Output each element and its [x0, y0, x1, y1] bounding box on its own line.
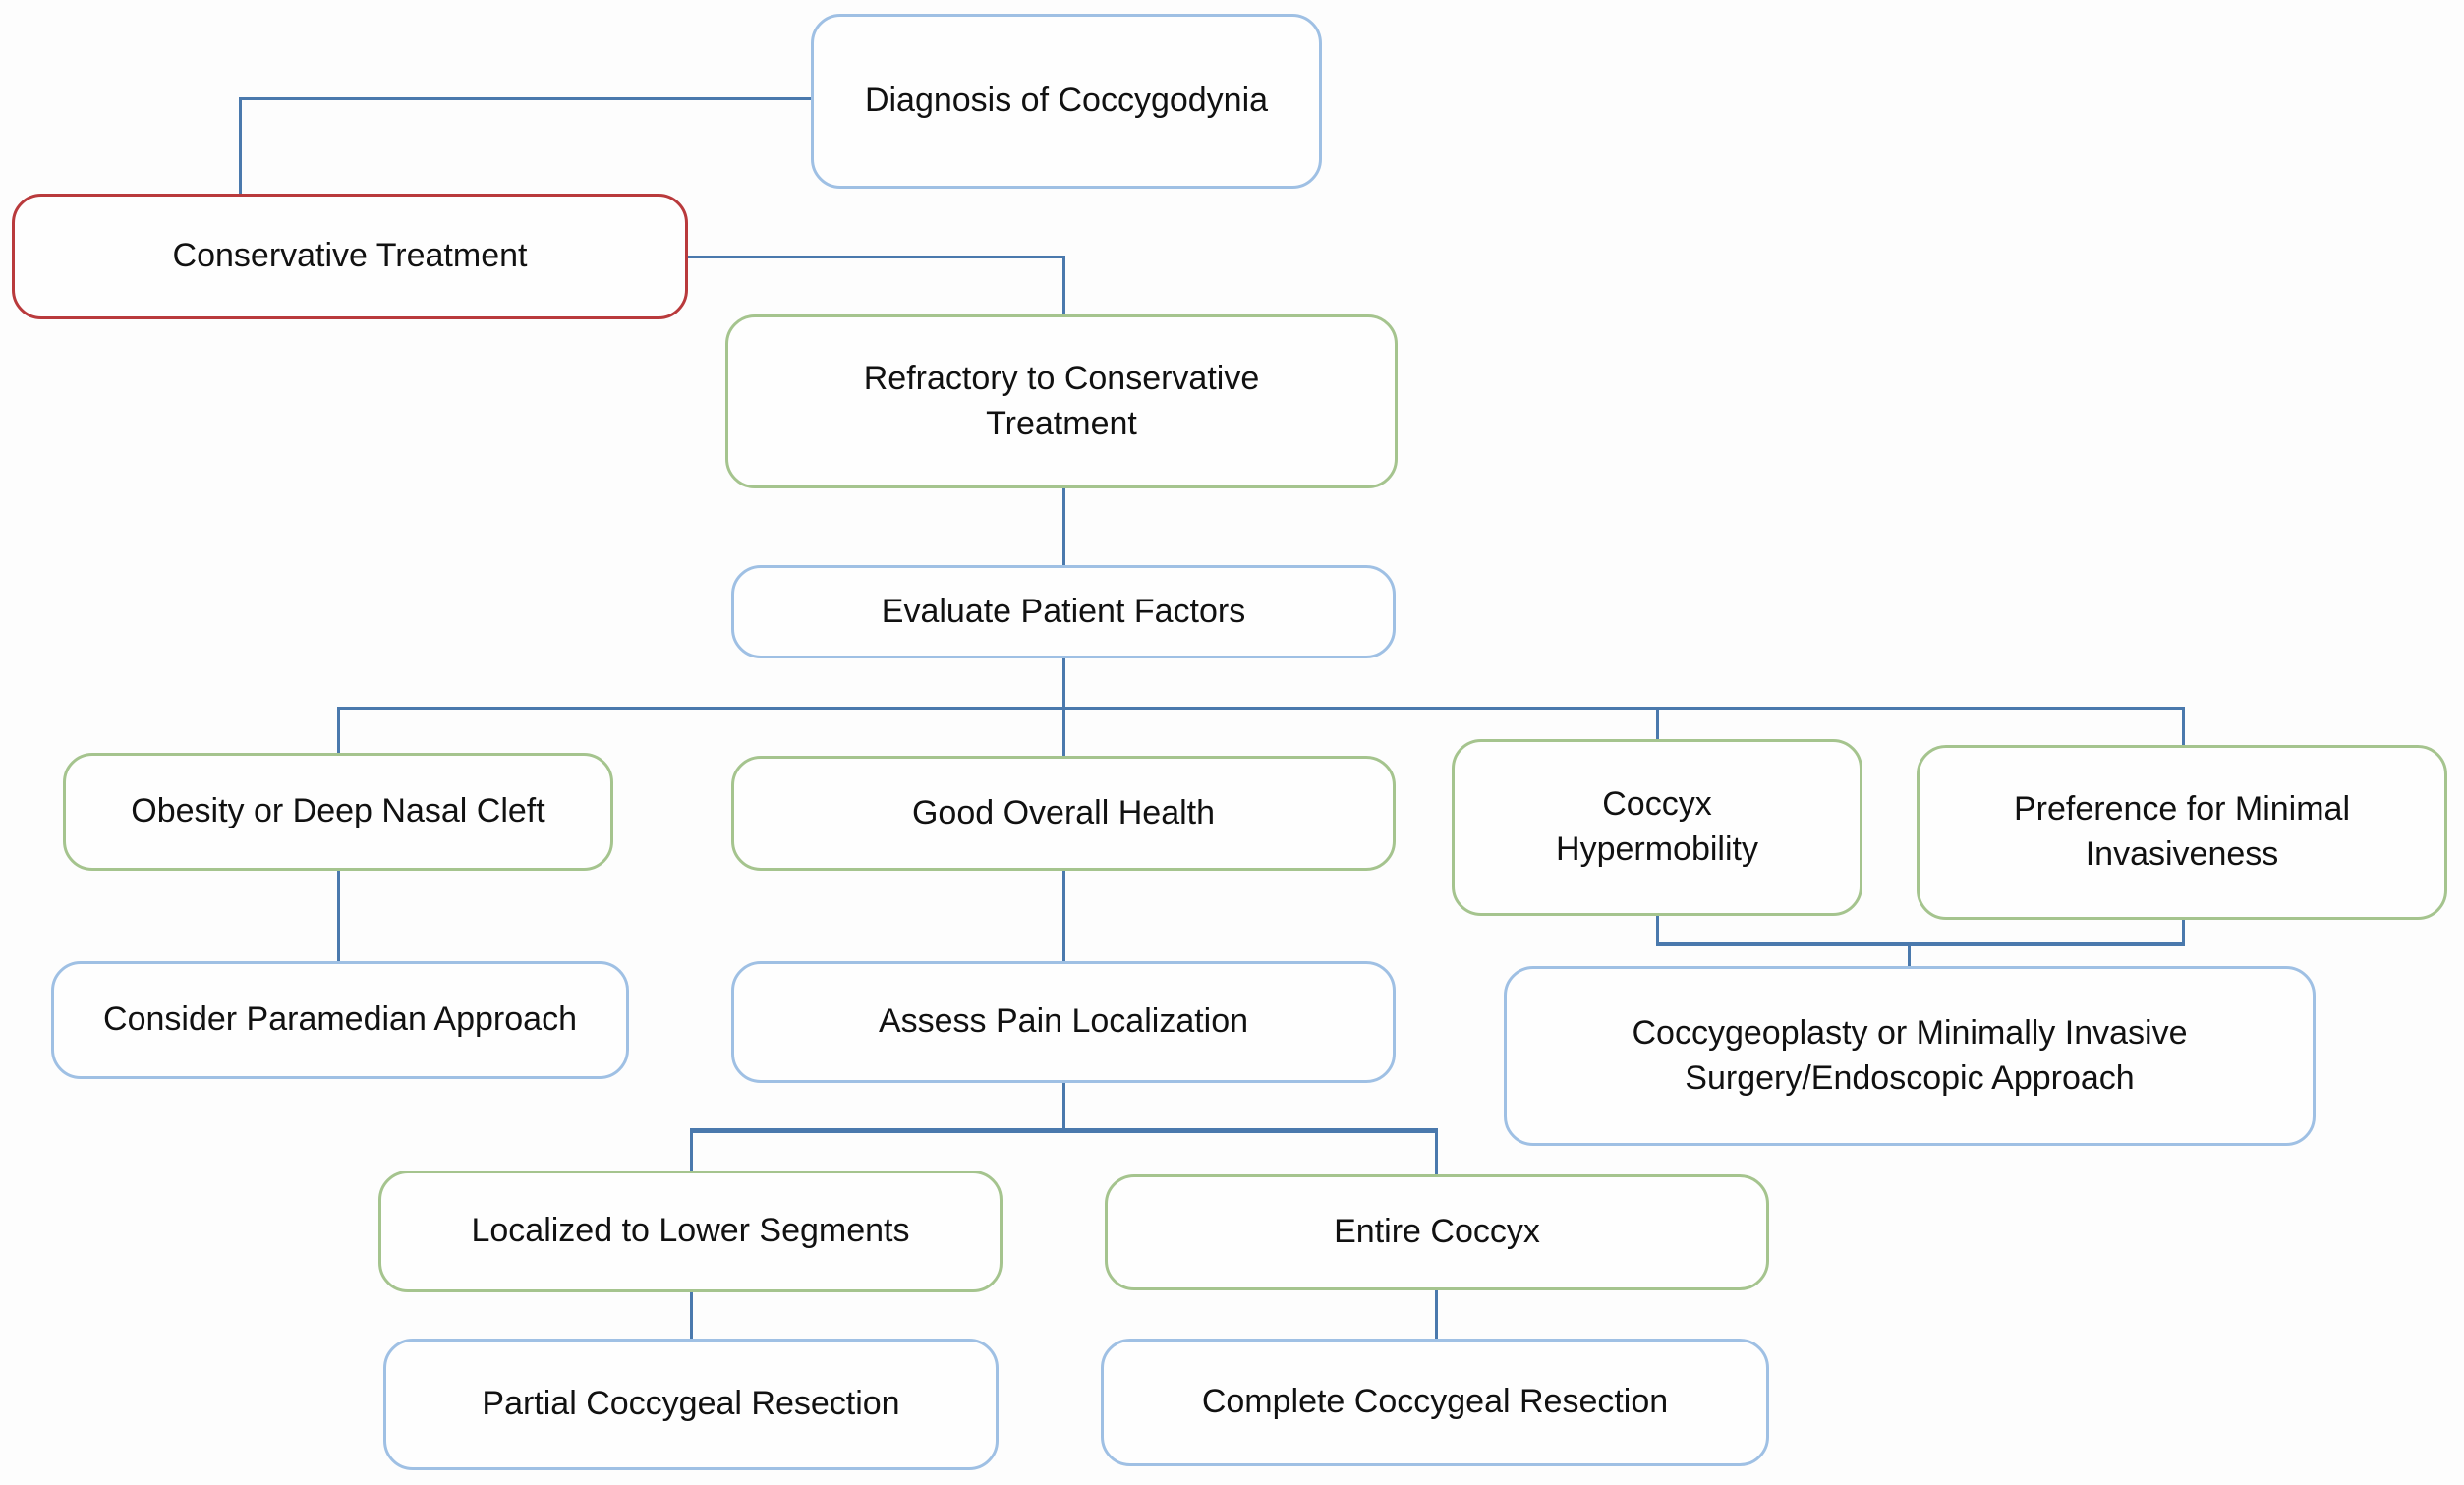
edge-refractory-evaluate: [1062, 487, 1065, 566]
edge-drop-preference: [2182, 707, 2185, 748]
node-obesity-deep-nasal-cleft-label: Obesity or Deep Nasal Cleft: [131, 792, 545, 830]
edge-conservative-refractory-h: [687, 256, 1065, 258]
node-assess-pain-localization: Assess Pain Localization: [731, 961, 1396, 1083]
node-assess-pain-localization-label: Assess Pain Localization: [878, 1002, 1249, 1041]
node-preference-minimal-invasiveness: Preference for Minimal Invasiveness: [1917, 745, 2447, 920]
node-conservative-treatment-label: Conservative Treatment: [172, 237, 528, 275]
node-good-overall-health-label: Good Overall Health: [911, 793, 1216, 831]
edge-branch-distribution-h: [337, 707, 2185, 710]
node-diagnosis: Diagnosis of Coccygodynia: [811, 14, 1322, 189]
edge-join-h: [1656, 942, 2185, 946]
node-refractory: Refractory to Conservative Treatment: [725, 314, 1398, 488]
node-refractory-label: Refractory to Conservative Treatment: [863, 359, 1260, 442]
edge-drop-coccyx-hypermobility: [1656, 707, 1659, 742]
node-localized-lower-segments-label: Localized to Lower Segments: [471, 1212, 910, 1250]
node-partial-coccygeal-resection-label: Partial Coccygeal Resection: [482, 1385, 900, 1423]
edge-coccyxhyper-join-v: [1656, 915, 1659, 945]
node-partial-coccygeal-resection: Partial Coccygeal Resection: [383, 1339, 999, 1470]
edge-obesity-paramedian: [337, 870, 340, 962]
node-entire-coccyx: Entire Coccyx: [1105, 1174, 1769, 1290]
node-preference-minimal-invasiveness-label: Preference for Minimal Invasiveness: [2013, 790, 2350, 873]
edge-drop-localized: [690, 1128, 693, 1171]
node-entire-coccyx-label: Entire Coccyx: [1334, 1213, 1540, 1251]
edge-fork-h: [690, 1128, 1438, 1133]
node-coccyx-hypermobility-label: Coccyx Hypermobility: [1556, 785, 1758, 868]
node-good-overall-health: Good Overall Health: [731, 756, 1396, 871]
edge-assess-fork-v: [1062, 1082, 1065, 1131]
node-consider-paramedian-approach-label: Consider Paramedian Approach: [103, 1000, 577, 1039]
node-diagnosis-label: Diagnosis of Coccygodynia: [864, 82, 1269, 120]
node-complete-coccygeal-resection: Complete Coccygeal Resection: [1101, 1339, 1769, 1466]
node-evaluate-patient-factors-label: Evaluate Patient Factors: [881, 592, 1246, 630]
edge-join-coccygeoplasty-v: [1908, 944, 1911, 968]
edge-drop-entire: [1435, 1128, 1438, 1175]
edge-drop-obesity: [337, 707, 340, 754]
edge-diagnosis-conservative-h: [239, 97, 813, 100]
node-evaluate-patient-factors: Evaluate Patient Factors: [731, 565, 1396, 658]
edge-localized-partial: [690, 1291, 693, 1340]
edge-entire-complete: [1435, 1289, 1438, 1340]
node-complete-coccygeal-resection-label: Complete Coccygeal Resection: [1201, 1383, 1669, 1421]
edge-conservative-refractory-v: [1062, 256, 1065, 316]
node-coccygeoplasty-minimally-invasive: Coccygeoplasty or Minimally Invasive Sur…: [1504, 966, 2316, 1146]
node-consider-paramedian-approach: Consider Paramedian Approach: [51, 961, 629, 1079]
node-obesity-deep-nasal-cleft: Obesity or Deep Nasal Cleft: [63, 753, 613, 871]
edge-goodhealth-assess: [1062, 870, 1065, 962]
node-coccygeoplasty-minimally-invasive-label: Coccygeoplasty or Minimally Invasive Sur…: [1632, 1013, 2188, 1097]
edge-preference-join-v: [2182, 919, 2185, 945]
node-coccyx-hypermobility: Coccyx Hypermobility: [1452, 739, 1862, 916]
node-localized-lower-segments: Localized to Lower Segments: [378, 1171, 1003, 1292]
node-conservative-treatment: Conservative Treatment: [12, 194, 688, 319]
edge-diagnosis-conservative-v: [239, 97, 242, 194]
